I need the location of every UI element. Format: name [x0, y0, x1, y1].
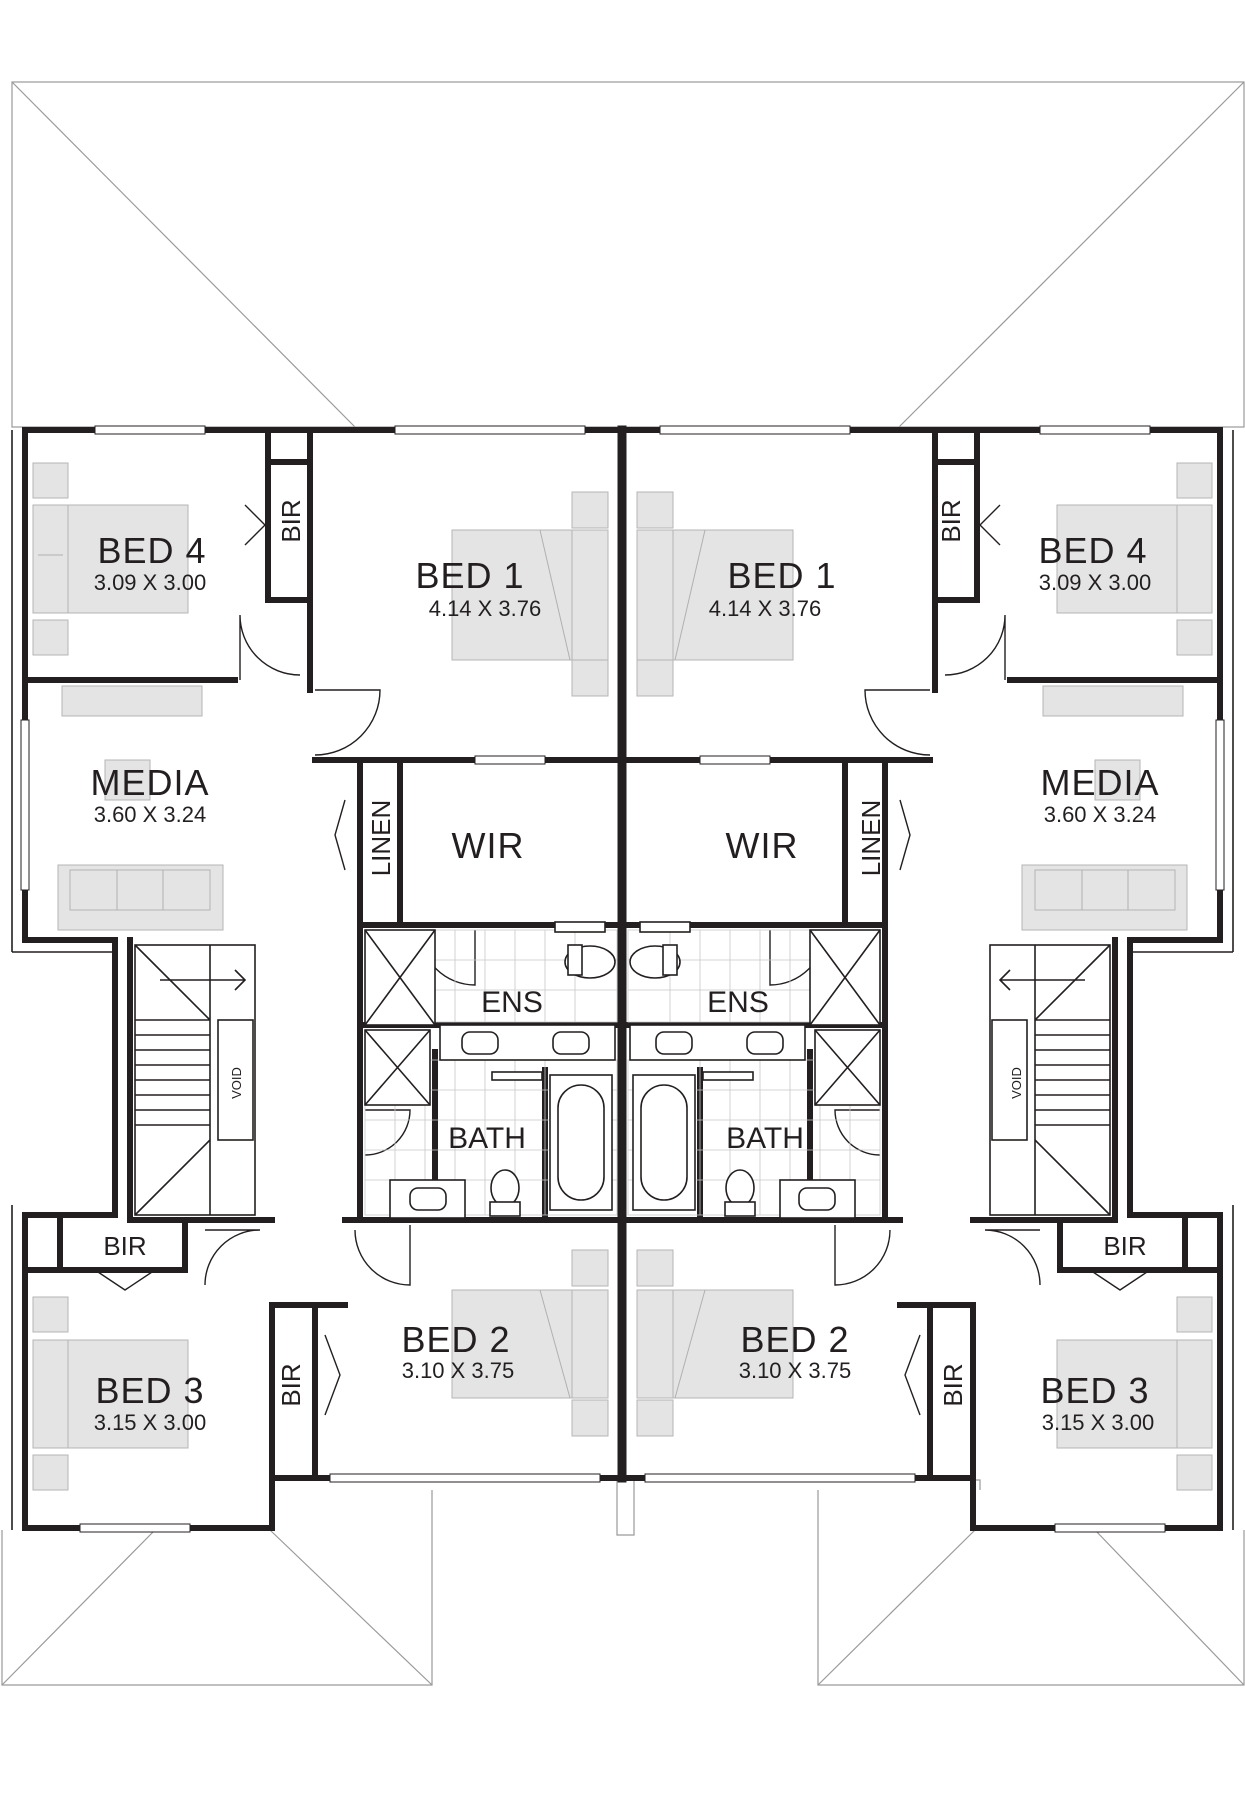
linen-label-right: LINEN [856, 800, 886, 877]
linen-label-left: LINEN [366, 800, 396, 877]
windows [20, 425, 601, 1533]
right-labels: BED 4 3.09 X 3.00 BED 1 4.14 X 3.76 MEDI… [707, 499, 1159, 1435]
bed1-dims-right: 4.14 X 3.76 [709, 596, 822, 621]
bir-top-right: BIR [936, 499, 966, 542]
bed2-dims-left: 3.10 X 3.75 [402, 1358, 515, 1383]
bed4-name-left: BED 4 [97, 530, 206, 571]
bed4-dims-right: 3.09 X 3.00 [1039, 570, 1152, 595]
void-label-right: VOID [1009, 1067, 1024, 1099]
bed2-dims-right: 3.10 X 3.75 [739, 1358, 852, 1383]
left-dwelling [11, 425, 625, 1533]
bed1-dims-left: 4.14 X 3.76 [429, 596, 542, 621]
media-furniture [57, 685, 224, 931]
ens-fixtures [439, 921, 616, 1081]
wir-label-left: WIR [452, 825, 525, 866]
bed-1-furniture [451, 491, 609, 697]
staircase [134, 944, 256, 1216]
bir-bed2-right: BIR [938, 1363, 968, 1406]
bed3-dims-left: 3.15 X 3.00 [94, 1410, 207, 1435]
bed2-name-left: BED 2 [401, 1319, 510, 1360]
bath-label-right: BATH [726, 1122, 804, 1155]
media-name-right: MEDIA [1040, 762, 1159, 803]
ens-label-right: ENS [707, 986, 769, 1019]
bath-fixtures [389, 1074, 613, 1219]
void-label-left: VOID [229, 1067, 244, 1099]
bir-bed2-left: BIR [276, 1363, 306, 1406]
bed3-name-left: BED 3 [95, 1370, 204, 1411]
bed2-name-right: BED 2 [740, 1319, 849, 1360]
bir-lower-right: BIR [1103, 1231, 1146, 1261]
bir-top-left: BIR [276, 499, 306, 542]
media-name-left: MEDIA [90, 762, 209, 803]
bed1-name-right: BED 1 [727, 555, 836, 596]
bed-4-furniture [32, 462, 189, 656]
bed1-name-left: BED 1 [415, 555, 524, 596]
left-labels: BED 4 3.09 X 3.00 BED 1 4.14 X 3.76 MEDI… [90, 499, 542, 1435]
bed4-name-right: BED 4 [1038, 530, 1147, 571]
right-dwelling [620, 425, 1234, 1533]
bed4-dims-left: 3.09 X 3.00 [94, 570, 207, 595]
bed3-name-right: BED 3 [1040, 1370, 1149, 1411]
ens-label-left: ENS [481, 986, 543, 1019]
media-dims-left: 3.60 X 3.24 [94, 802, 207, 827]
bed-2-furniture [451, 1249, 609, 1437]
shower-ens [364, 929, 436, 1026]
bir-lower-left: BIR [103, 1231, 146, 1261]
bath-label-left: BATH [448, 1122, 526, 1155]
media-dims-right: 3.60 X 3.24 [1044, 802, 1157, 827]
bed-3-furniture [32, 1296, 189, 1491]
shower-bath [364, 1029, 431, 1106]
wir-label-right: WIR [726, 825, 799, 866]
bed3-dims-right: 3.15 X 3.00 [1042, 1410, 1155, 1435]
